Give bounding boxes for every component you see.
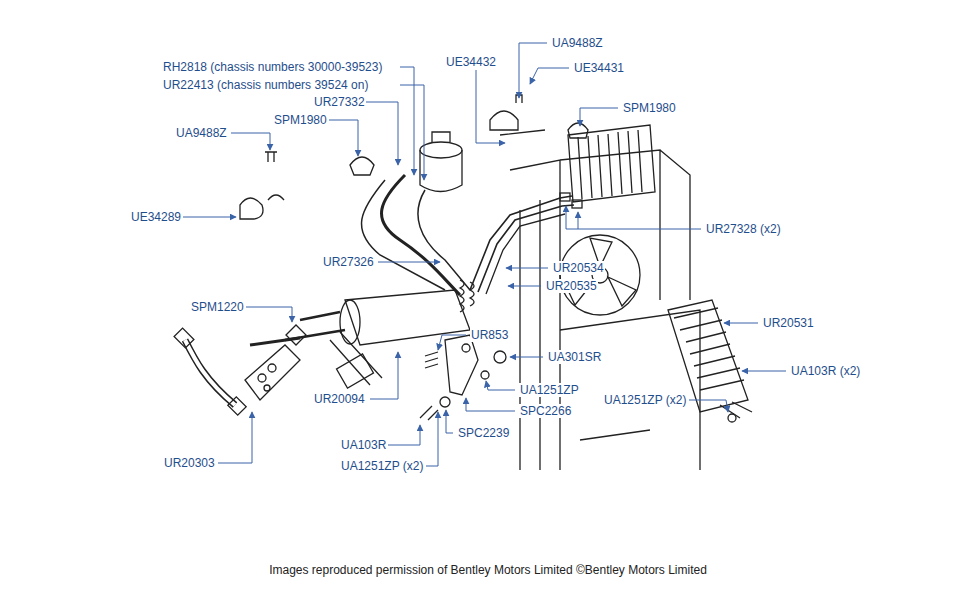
part-number: UA1251ZP <box>519 383 580 397</box>
part-number: UA1251ZP (x2) <box>340 459 424 473</box>
part-number: UR27326 <box>322 255 375 269</box>
image-credit: Images reproduced permission of Bentley … <box>269 563 707 577</box>
steering-system-drawing <box>174 95 752 470</box>
part-number: UR20303 <box>163 456 216 470</box>
part-number: UA9488Z <box>175 126 228 140</box>
part-number: SPC2239 <box>457 426 510 440</box>
part-number: UE34431 <box>573 61 625 75</box>
leader-lines <box>183 43 786 466</box>
part-number: UA103R <box>340 438 387 452</box>
part-number: UR27332 <box>313 95 366 109</box>
part-number: UA301SR <box>547 350 602 364</box>
part-number: UR20531 <box>762 316 815 330</box>
part-number: UR22413 (chassis numbers 39524 on) <box>162 78 369 92</box>
part-number: UE34289 <box>130 210 182 224</box>
part-number: RH2818 (chassis numbers 30000-39523) <box>162 60 383 74</box>
part-number: UR853 <box>470 328 509 342</box>
part-number: SPM1980 <box>273 113 328 127</box>
part-number: UA103R (x2) <box>790 364 861 378</box>
part-number: SPC2266 <box>519 404 572 418</box>
part-number: UA1251ZP (x2) <box>603 393 687 407</box>
part-number: UE34432 <box>445 55 497 69</box>
part-number: UR20535 <box>545 279 598 293</box>
part-number: UR27328 (x2) <box>705 222 782 236</box>
part-number: UA9488Z <box>551 36 604 50</box>
part-number: SPM1980 <box>622 101 677 115</box>
part-number: UR20094 <box>313 392 366 406</box>
part-number: UR20534 <box>552 261 605 275</box>
part-number: SPM1220 <box>190 300 245 314</box>
